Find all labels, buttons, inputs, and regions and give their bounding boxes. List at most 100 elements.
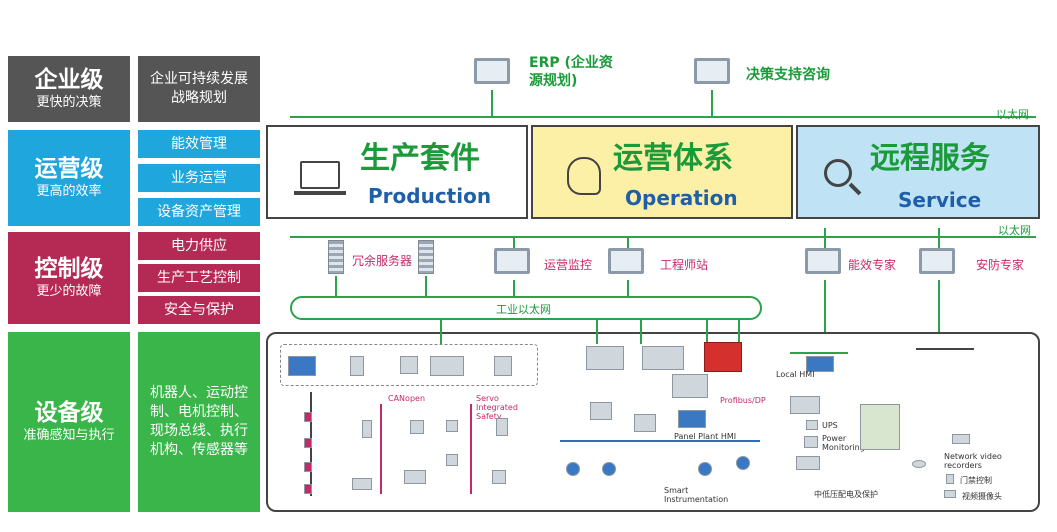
- connector: [938, 280, 940, 352]
- field-device-icon: [362, 420, 372, 438]
- connector: [627, 280, 629, 296]
- power-meter-icon: [804, 436, 818, 448]
- level-item: 企业可持续发展战略规划: [138, 56, 260, 122]
- field-device-icon: [492, 470, 506, 484]
- security-bus-line: [916, 348, 974, 350]
- connector: [596, 320, 598, 344]
- connector: [640, 320, 642, 344]
- engineer-monitor-icon: [608, 248, 644, 274]
- connector: [335, 276, 337, 296]
- connector: [425, 276, 427, 296]
- access-control-icon: [946, 474, 954, 484]
- server-icon: [418, 240, 434, 274]
- servo-label: Servo Integrated Safety: [476, 394, 518, 421]
- energy-monitor-icon: [805, 248, 841, 274]
- plc-rack-icon: [586, 346, 624, 370]
- field-device-icon: [304, 412, 312, 422]
- industrial-ethernet-label: 工业以太网: [496, 303, 551, 316]
- suite-service: 远程服务 Service: [796, 125, 1040, 219]
- io-rack-icon: [590, 402, 612, 420]
- connector: [938, 228, 940, 248]
- field-device-icon: [446, 454, 458, 466]
- ethernet-mid-label: 以太网: [998, 224, 1031, 237]
- level-item: 业务运营: [138, 164, 260, 192]
- switchgear-icon: [860, 404, 900, 450]
- industrial-ethernet-bus: [290, 296, 762, 320]
- field-device-icon: [404, 470, 426, 484]
- ops-monitor-icon: [494, 248, 530, 274]
- io-rack-icon: [790, 396, 820, 414]
- security-monitor-icon: [919, 248, 955, 274]
- field-device-icon: [410, 420, 424, 434]
- connector: [706, 320, 708, 344]
- plc-rack-icon: [642, 346, 684, 370]
- access-label: 门禁控制: [960, 476, 992, 485]
- fieldbus-line: [560, 440, 760, 442]
- nvr-icon: [952, 434, 970, 444]
- connector: [711, 90, 713, 116]
- connector: [824, 228, 826, 248]
- engineer-station-label: 工程师站: [660, 258, 709, 272]
- instrument-icon: [602, 462, 616, 476]
- connector: [738, 320, 740, 344]
- power-bus-line: [790, 352, 848, 354]
- level-item: 生产工艺控制: [138, 264, 260, 292]
- redundant-server-label: 冗余服务器: [352, 254, 413, 268]
- instrument-icon: [698, 462, 712, 476]
- drive-device-icon: [400, 356, 418, 374]
- level-enterprise: 企业级 更快的决策: [8, 56, 130, 122]
- field-device-icon: [352, 478, 372, 490]
- io-rack-icon: [672, 374, 708, 398]
- instrument-icon: [736, 456, 750, 470]
- bus-line: [380, 404, 382, 494]
- connector: [513, 280, 515, 296]
- connector: [627, 236, 629, 248]
- hmi-device-icon: [288, 356, 316, 376]
- smart-instrumentation-label: Smart Instrumentation: [664, 486, 729, 504]
- io-rack-icon: [634, 414, 656, 432]
- level-title: 企业级: [34, 67, 104, 93]
- controller-device-icon: [430, 356, 464, 376]
- level-item: 能效管理: [138, 130, 260, 158]
- field-device-icon: [304, 484, 312, 494]
- head-gear-icon: [567, 157, 601, 195]
- level-item: 机器人、运动控制、电机控制、现场总线、执行机构、传感器等: [138, 332, 260, 512]
- connector: [440, 320, 442, 344]
- nvr-label: Network video recorders: [944, 452, 1002, 470]
- motion-device-icon: [494, 356, 512, 376]
- instrument-icon: [566, 462, 580, 476]
- field-device-icon: [446, 420, 458, 432]
- breaker-icon: [796, 456, 820, 470]
- motion-cluster: [280, 344, 538, 386]
- mv-protection-label: 中低压配电及保护: [814, 490, 878, 499]
- ops-monitor-label: 运营监控: [544, 258, 593, 272]
- suite-production: 生产套件 Production: [266, 125, 528, 219]
- power-monitoring-label: Power Monitoring: [822, 434, 865, 452]
- ups-label: UPS: [822, 421, 838, 430]
- level-device: 设备级 准确感知与执行: [8, 332, 130, 512]
- ups-icon: [806, 420, 818, 430]
- magnifier-alert-icon: [824, 159, 852, 187]
- field-device-icon: [304, 438, 312, 448]
- suite-operation: 运营体系 Operation: [531, 125, 793, 219]
- ethernet-top-line: [290, 116, 1036, 118]
- erp-monitor-icon: [474, 58, 510, 84]
- energy-expert-label: 能效专家: [848, 258, 897, 272]
- camera-label: 视频摄像头: [962, 492, 1002, 501]
- bus-line: [470, 404, 472, 494]
- panel-hmi-icon: [678, 410, 706, 428]
- server-icon: [328, 240, 344, 274]
- connector: [491, 90, 493, 116]
- erp-label: ERP (企业资源规划): [529, 55, 613, 89]
- local-hmi-label: Local HMI: [776, 370, 815, 379]
- canopen-label: CANopen: [388, 394, 426, 403]
- decision-label: 决策支持咨询: [746, 67, 830, 83]
- camera-icon: [944, 490, 956, 498]
- monitor-chart-icon: [300, 161, 340, 189]
- level-control: 控制级 更少的故障: [8, 232, 130, 324]
- ethernet-top-label: 以太网: [996, 108, 1029, 121]
- level-subtitle: 更快的决策: [36, 95, 102, 110]
- panel-hmi-label: Panel Plant HMI: [674, 432, 737, 441]
- decision-monitor-icon: [694, 58, 730, 84]
- field-device-icon: [496, 418, 508, 436]
